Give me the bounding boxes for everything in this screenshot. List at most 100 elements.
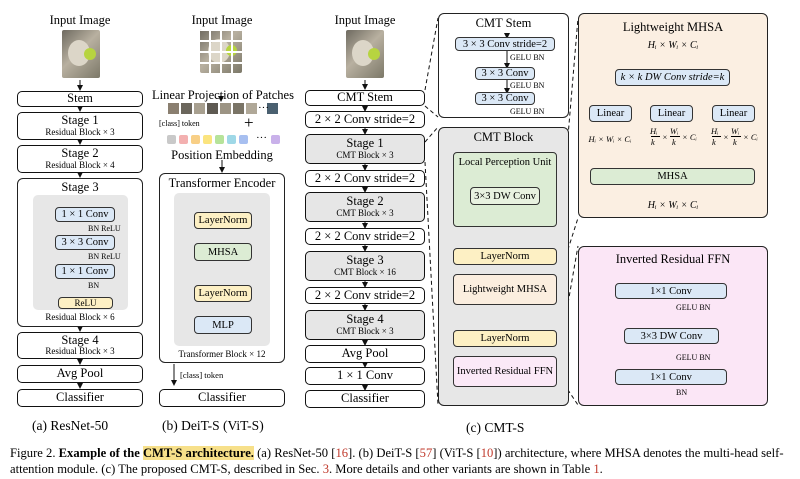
caption-ref-sec3[interactable]: 3 — [322, 461, 329, 476]
deit-input-label: Input Image — [191, 13, 253, 27]
lmhsa-dims-right-h: Hᵢ — [711, 126, 719, 136]
resnet-conv1-label: 1 × 1 Conv — [61, 209, 109, 220]
lmhsa-dims-c-1: × Cᵢ — [682, 132, 697, 142]
lmhsa-dims-left: Hᵢ × Wᵢ × Cᵢ — [588, 134, 632, 144]
position-embedding-token — [167, 135, 176, 144]
irffn-gelubn-1: GELU BN — [676, 303, 711, 312]
cmt-stage1-title: Stage 1 — [346, 136, 384, 151]
position-embedding-token — [191, 135, 200, 144]
cmt-stage3-sub: CMT Block × 16 — [334, 266, 396, 277]
cmt-stem-gelubn-2: GELU BN — [510, 81, 545, 90]
resnet-avgpool-box: Avg Pool — [17, 365, 143, 383]
cmt-downsample4-label: 2 × 2 Conv stride=2 — [314, 287, 416, 302]
cmt-input-image — [346, 30, 384, 78]
cmt-stem-box: CMT Stem — [305, 90, 425, 106]
cmt-stem-conv1-box: 3 × 3 Conv stride=2 — [455, 37, 555, 51]
cmt-block-title: CMT Block — [473, 130, 534, 144]
cmt-irffn-label: Inverted Residual FFN — [456, 366, 554, 377]
cmt-block-layernorm1-label: LayerNorm — [480, 251, 530, 262]
lmhsa-frac-bar-3 — [712, 136, 721, 137]
deit-mhsa-box: MHSA — [194, 243, 252, 261]
position-embedding-token — [227, 135, 236, 144]
cmt-downsample3-label: 2 × 2 Conv stride=2 — [314, 228, 416, 243]
caption-ref-57[interactable]: 57 — [419, 446, 433, 460]
cmt-stem-panel — [438, 13, 569, 118]
resnet-caption: (a) ResNet-50 — [32, 418, 109, 433]
cmt-lmhsa-label: Lightweight MHSA — [462, 284, 548, 295]
resnet-classifier-label: Classifier — [56, 390, 104, 405]
deit-patch-dots: ··· — [258, 102, 269, 114]
lmhsa-linear-k-box: Linear — [650, 105, 693, 122]
deit-class-token: [class] token — [159, 119, 200, 128]
irffn-gelubn-2: GELU BN — [676, 353, 711, 362]
cmt-classifier-label: Classifier — [341, 391, 389, 406]
position-embedding-token — [203, 135, 212, 144]
lmhsa-dims-right-w: Wᵢ — [731, 126, 740, 136]
caption-ref-table1[interactable]: 1 — [593, 461, 600, 476]
cmt-downsample1-label: 2 × 2 Conv stride=2 — [314, 111, 416, 126]
cmt-avgpool-label: Avg Pool — [341, 346, 389, 361]
cmt-stem-gelubn-1: GELU BN — [510, 53, 545, 62]
cmt-lmhsa-box: Lightweight MHSA — [453, 274, 557, 305]
cmt-stage4-sub: CMT Block × 3 — [336, 325, 394, 336]
lmhsa-panel-title: Lightweight MHSA — [622, 20, 724, 34]
lmhsa-linear-q-label: Linear — [596, 108, 625, 119]
cmt-stem-conv2-label: 3 × 3 Conv — [481, 68, 529, 79]
cmt-stem-conv3-label: 3 × 3 Conv — [481, 93, 529, 104]
resnet-classifier-box: Classifier — [17, 389, 143, 407]
deit-encoder-region — [159, 173, 285, 363]
resnet-relu-box: ReLU — [58, 297, 113, 309]
caption-text-6: . — [599, 461, 603, 476]
resnet-stage2-title: Stage 2 — [61, 146, 99, 161]
cmt-downsample2-label: 2 × 2 Conv stride=2 — [314, 170, 416, 185]
deit-classifier-label: Classifier — [198, 390, 246, 405]
deit-classifier-box: Classifier — [159, 389, 285, 407]
lmhsa-dims-mid: Hᵢ k × Wᵢ k × Cᵢ — [650, 126, 697, 147]
lmhsa-output-dims: Hᵢ × Wᵢ × Cᵢ — [647, 200, 699, 211]
cmt-avgpool-box: Avg Pool — [305, 345, 425, 363]
lmhsa-dims-k-2: k — [672, 137, 676, 147]
resnet-stage4-title: Stage 4 — [61, 332, 99, 347]
deit-mhsa-label: MHSA — [207, 246, 239, 258]
caption-ref-10[interactable]: 10 — [480, 446, 494, 460]
lmhsa-frac-bar-4 — [731, 136, 741, 137]
lmhsa-dwconv-box: k × k DW Conv stride=k — [615, 69, 730, 86]
resnet-bnrelu-2: BN ReLU — [88, 252, 121, 261]
cmt-stem-conv2-box: 3 × 3 Conv — [475, 67, 535, 80]
cmt-caption: (c) CMT-S — [466, 420, 525, 435]
cmt-stem-conv1-label: 3 × 3 Conv stride=2 — [462, 38, 548, 50]
deit-layernorm1-box: LayerNorm — [194, 212, 252, 229]
irffn-dwconv-label: 3×3 DW Conv — [640, 330, 703, 342]
resnet-conv3-box: 1 × 1 Conv — [55, 264, 115, 279]
resnet-stage1-title: Stage 1 — [61, 113, 99, 128]
cmt-block-layernorm1-box: LayerNorm — [453, 248, 557, 265]
cmt-conv1x1-label: 1 × 1 Conv — [336, 368, 393, 383]
cmt-block-layernorm2-box: LayerNorm — [453, 330, 557, 347]
irffn-conv2-label: 1×1 Conv — [650, 371, 692, 383]
deit-linear-proj-label: Linear Projection of Patches — [152, 88, 294, 102]
resnet-avgpool-label: Avg Pool — [56, 366, 104, 381]
deit-plus-sign: + — [244, 113, 254, 132]
cmt-stage2-title: Stage 2 — [346, 194, 384, 209]
cmt-downsample3-box: 2 × 2 Conv stride=2 — [305, 228, 425, 245]
deit-block-count: Transformer Block × 12 — [178, 349, 266, 359]
irffn-panel-title: Inverted Residual FFN — [615, 252, 731, 266]
cmt-downsample1-box: 2 × 2 Conv stride=2 — [305, 111, 425, 128]
lmhsa-mhsa-label: MHSA — [657, 171, 688, 182]
lmhsa-linear-k-label: Linear — [657, 108, 686, 119]
lmhsa-linear-q-box: Linear — [589, 105, 632, 122]
deit-layernorm2-label: LayerNorm — [198, 288, 248, 299]
position-embedding-token — [179, 135, 188, 144]
resnet-conv1-box: 1 × 1 Conv — [55, 207, 115, 222]
resnet-stem-label: Stem — [67, 91, 93, 106]
resnet-conv2-box: 3 × 3 Conv — [55, 235, 115, 250]
lmhsa-linear-v-label: Linear — [719, 108, 748, 119]
lmhsa-frac-bar-1 — [651, 136, 660, 137]
lmhsa-frac-bar-2 — [670, 136, 680, 137]
caption-ref-16[interactable]: 16 — [335, 446, 349, 460]
deit-patch-strip — [168, 103, 278, 115]
